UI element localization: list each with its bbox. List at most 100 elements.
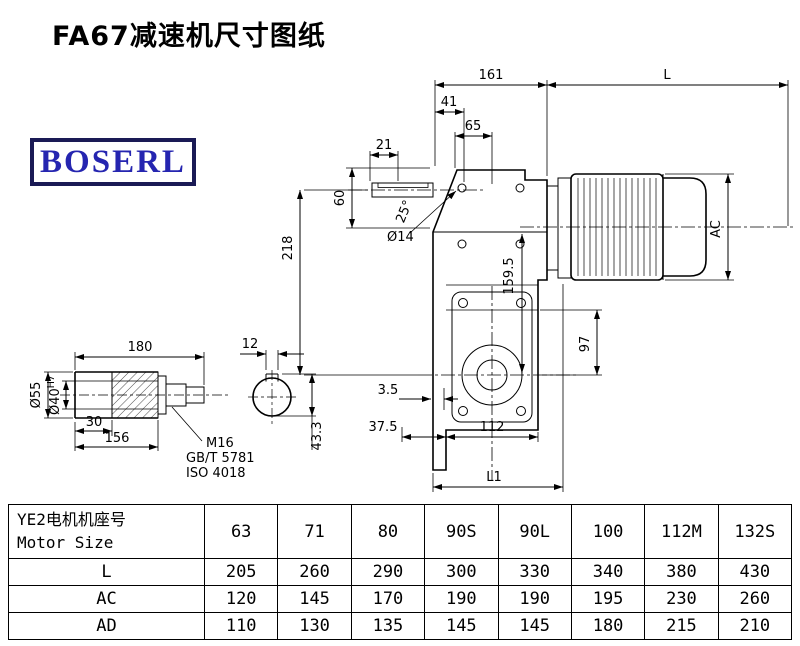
table-cell: 110 bbox=[203, 612, 279, 640]
gearbox-housing bbox=[432, 169, 548, 471]
table-cell: 330 bbox=[497, 558, 572, 586]
dim-od55-label: Ø55 bbox=[29, 382, 44, 409]
table-cell: 290 bbox=[350, 558, 426, 586]
table-cell: 380 bbox=[644, 558, 719, 586]
dimension-drawing: 161 L 41 65 21 60 bbox=[29, 68, 794, 492]
table-cell: 145 bbox=[497, 612, 572, 640]
dim-37-5: 37.5 bbox=[369, 420, 446, 442]
dim-161-label: 161 bbox=[479, 68, 504, 83]
motor-fins bbox=[577, 178, 657, 276]
dim-97-label: 97 bbox=[578, 336, 593, 353]
bolt-std1-label: GB/T 5781 bbox=[186, 451, 255, 466]
dim-65-label: 65 bbox=[465, 119, 482, 134]
table-cell: 190 bbox=[424, 585, 499, 613]
table-cell: 190 bbox=[497, 585, 572, 613]
motor-size-header-cell: YE2电机机座号 Motor Size bbox=[8, 504, 205, 559]
table-cell: 135 bbox=[350, 612, 426, 640]
dim-159-5-label: 159.5 bbox=[502, 257, 517, 294]
size-col-header: 71 bbox=[277, 504, 352, 559]
dim-159-5: 159.5 bbox=[502, 234, 525, 373]
bolt-std2-label: ISO 4018 bbox=[186, 466, 246, 481]
centerlines bbox=[348, 189, 794, 480]
row-label: AC bbox=[8, 585, 205, 613]
input-shaft bbox=[371, 182, 434, 198]
bore-tolerance: H7 bbox=[46, 375, 57, 388]
table-cell: 430 bbox=[717, 558, 793, 586]
motor-size-table: YE2电机机座号 Motor Size 63 71 80 90S 90L 100… bbox=[8, 504, 793, 640]
table-cell: 145 bbox=[277, 585, 352, 613]
boserl-logo: BOSERL bbox=[30, 138, 196, 186]
dim-43-3-label: 43.3 bbox=[310, 422, 325, 451]
dim-180: 180 bbox=[74, 340, 205, 385]
dim-hole-dia: Ø14 bbox=[387, 190, 457, 245]
dim-L1: L1 bbox=[432, 284, 564, 492]
table-row-AD: AD 110 130 135 145 145 180 215 210 bbox=[8, 612, 793, 640]
row-label: L bbox=[8, 558, 205, 586]
header-line-en: Motor Size bbox=[17, 532, 114, 552]
table-cell: 120 bbox=[203, 585, 279, 613]
bore-value: Ø40 bbox=[48, 388, 63, 415]
table-header-row: YE2电机机座号 Motor Size 63 71 80 90S 90L 100… bbox=[8, 504, 793, 559]
table-cell: 230 bbox=[644, 585, 719, 613]
dim-41: 41 bbox=[435, 95, 465, 182]
table-cell: 210 bbox=[717, 612, 793, 640]
dim-60: 60 bbox=[333, 167, 430, 229]
table-cell: 300 bbox=[424, 558, 499, 586]
table-cell: 130 bbox=[277, 612, 352, 640]
dim-30: 30 bbox=[75, 415, 113, 436]
dim-21: 21 bbox=[369, 138, 399, 181]
table-cell: 205 bbox=[203, 558, 279, 586]
size-col-header: 80 bbox=[350, 504, 426, 559]
size-col-header: 90L bbox=[497, 504, 572, 559]
size-col-header: 90S bbox=[424, 504, 499, 559]
dim-218: 218 bbox=[281, 189, 418, 376]
bolt-label: M16 bbox=[206, 436, 234, 451]
table-cell: 340 bbox=[570, 558, 646, 586]
size-col-header: 112M bbox=[644, 504, 719, 559]
size-col-header: 63 bbox=[203, 504, 279, 559]
dim-97: 97 bbox=[540, 309, 602, 376]
dim-180-label: 180 bbox=[128, 340, 153, 355]
boserl-logo-text: BOSERL bbox=[40, 143, 186, 180]
header-line-cn: YE2电机机座号 bbox=[17, 510, 126, 530]
dim-30-label: 30 bbox=[86, 415, 103, 430]
dim-L: L bbox=[547, 68, 789, 226]
table-row-AC: AC 120 145 170 190 190 195 230 260 bbox=[8, 585, 793, 613]
dim-60-label: 60 bbox=[333, 190, 348, 207]
dim-112: 112 bbox=[446, 420, 539, 442]
dim-od55: Ø55 bbox=[29, 371, 73, 419]
table-cell: 260 bbox=[717, 585, 793, 613]
size-col-header: 132S bbox=[717, 504, 793, 559]
dim-65: 65 bbox=[454, 119, 493, 184]
dim-dia14-label: Ø14 bbox=[387, 230, 414, 245]
dim-angle-label: 25° bbox=[393, 198, 416, 225]
dim-12-label: 12 bbox=[242, 337, 259, 352]
dim-112-label: 112 bbox=[480, 420, 505, 435]
dim-key-height: 43.3 bbox=[274, 373, 325, 451]
dim-key-width: 12 bbox=[240, 337, 304, 370]
row-label: AD bbox=[8, 612, 205, 640]
dim-AC-label: AC bbox=[709, 220, 724, 238]
dim-3-5: 3.5 bbox=[378, 383, 458, 410]
dim-L1-label: L1 bbox=[486, 470, 502, 485]
dim-bore40-label: Ø40H7 bbox=[46, 375, 63, 415]
dim-3-5-label: 3.5 bbox=[378, 383, 399, 398]
table-cell: 195 bbox=[570, 585, 646, 613]
table-cell: 180 bbox=[570, 612, 646, 640]
dim-bore40: Ø40H7 bbox=[46, 375, 75, 415]
dim-218-label: 218 bbox=[281, 236, 296, 261]
dim-41-label: 41 bbox=[441, 95, 458, 110]
page-title: FA67减速机尺寸图纸 bbox=[52, 21, 326, 52]
dim-161: 161 bbox=[434, 68, 548, 176]
table-cell: 260 bbox=[277, 558, 352, 586]
table-row-L: L 205 260 290 300 330 340 380 430 bbox=[8, 558, 793, 586]
size-col-header: 100 bbox=[570, 504, 646, 559]
hollow-shaft-detail: M16 GB/T 5781 ISO 4018 180 Ø55 Ø40H7 bbox=[29, 340, 255, 481]
dim-L-label: L bbox=[663, 68, 671, 83]
table-cell: 215 bbox=[644, 612, 719, 640]
table-cell: 145 bbox=[424, 612, 499, 640]
motor bbox=[546, 173, 707, 281]
dim-AC: AC bbox=[665, 173, 734, 281]
dim-156: 156 bbox=[74, 420, 159, 451]
